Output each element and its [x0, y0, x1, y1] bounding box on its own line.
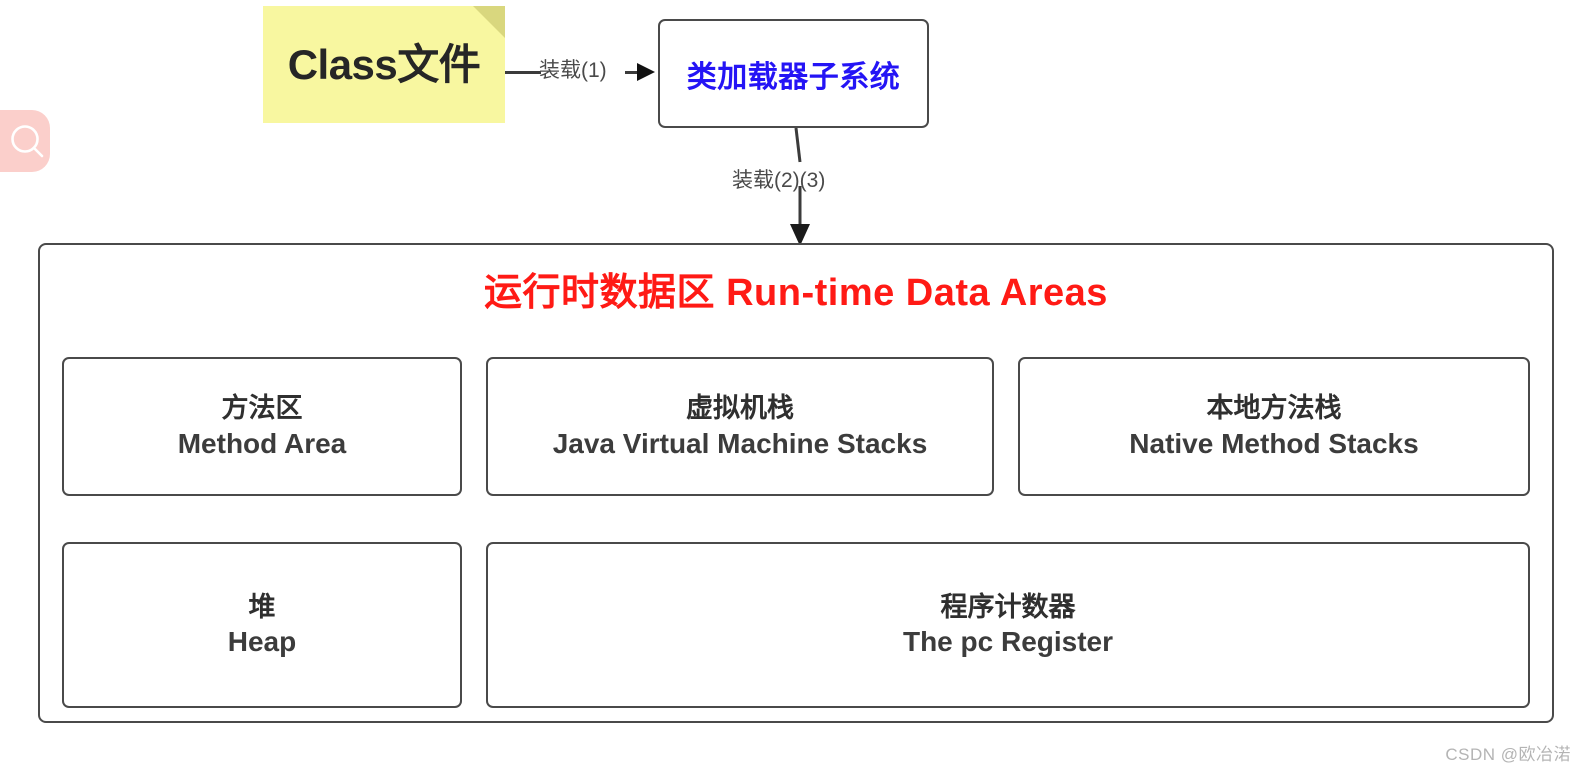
area-box-en-label: Heap — [227, 626, 297, 658]
class-loader-subsystem-label: 类加载器子系统 — [686, 60, 901, 94]
arrow-load-2-label: 装载(2)(3) — [732, 169, 826, 192]
area-box-cn-label: 方法区 — [221, 393, 303, 424]
runtime-data-areas-container: 运行时数据区 Run-time Data Areas 方法区 Method Ar… — [38, 243, 1554, 723]
area-box-en-label: Java Virtual Machine Stacks — [552, 427, 928, 459]
class-loader-subsystem-box: 类加载器子系统 — [658, 19, 929, 128]
arrow-load-1-label: 装载(1) — [539, 59, 607, 82]
search-icon — [11, 125, 44, 158]
class-file-note: Class文件 — [263, 6, 505, 123]
runtime-areas-row-1: 方法区 Method Area 虚拟机栈 Java Virtual Machin… — [62, 357, 1530, 496]
arrow-load-2: 装载(2)(3) — [720, 127, 900, 246]
area-box-heap[interactable]: 堆 Heap — [62, 542, 462, 708]
note-fold-corner — [473, 6, 505, 38]
runtime-areas-row-2: 堆 Heap 程序计数器 The pc Register — [62, 542, 1530, 708]
area-box-en-label: The pc Register — [902, 626, 1114, 658]
search-badge[interactable] — [0, 110, 50, 172]
area-box-cn-label: 本地方法栈 — [1206, 393, 1342, 424]
watermark-text: CSDN @欧冶渃 — [1445, 745, 1571, 764]
class-file-label: Class文件 — [287, 41, 481, 88]
area-box-cn-label: 程序计数器 — [940, 591, 1076, 622]
arrow-head-right-icon — [637, 63, 655, 81]
area-box-pc-register[interactable]: 程序计数器 The pc Register — [486, 542, 1530, 708]
runtime-data-areas-title: 运行时数据区 Run-time Data Areas — [484, 272, 1108, 314]
arrow-line — [505, 71, 541, 74]
area-box-cn-label: 虚拟机栈 — [686, 393, 794, 424]
area-box-jvm-stacks[interactable]: 虚拟机栈 Java Virtual Machine Stacks — [486, 357, 994, 496]
arrow-line-tail — [625, 71, 639, 74]
area-box-en-label: Native Method Stacks — [1129, 427, 1419, 459]
area-box-native-method-stacks[interactable]: 本地方法栈 Native Method Stacks — [1018, 357, 1530, 496]
arrow-load-1: 装载(1) — [505, 50, 661, 92]
arrow-down-icon — [790, 127, 810, 246]
area-box-cn-label: 堆 — [248, 591, 276, 622]
area-box-method-area[interactable]: 方法区 Method Area — [62, 357, 462, 496]
area-box-en-label: Method Area — [177, 427, 347, 459]
